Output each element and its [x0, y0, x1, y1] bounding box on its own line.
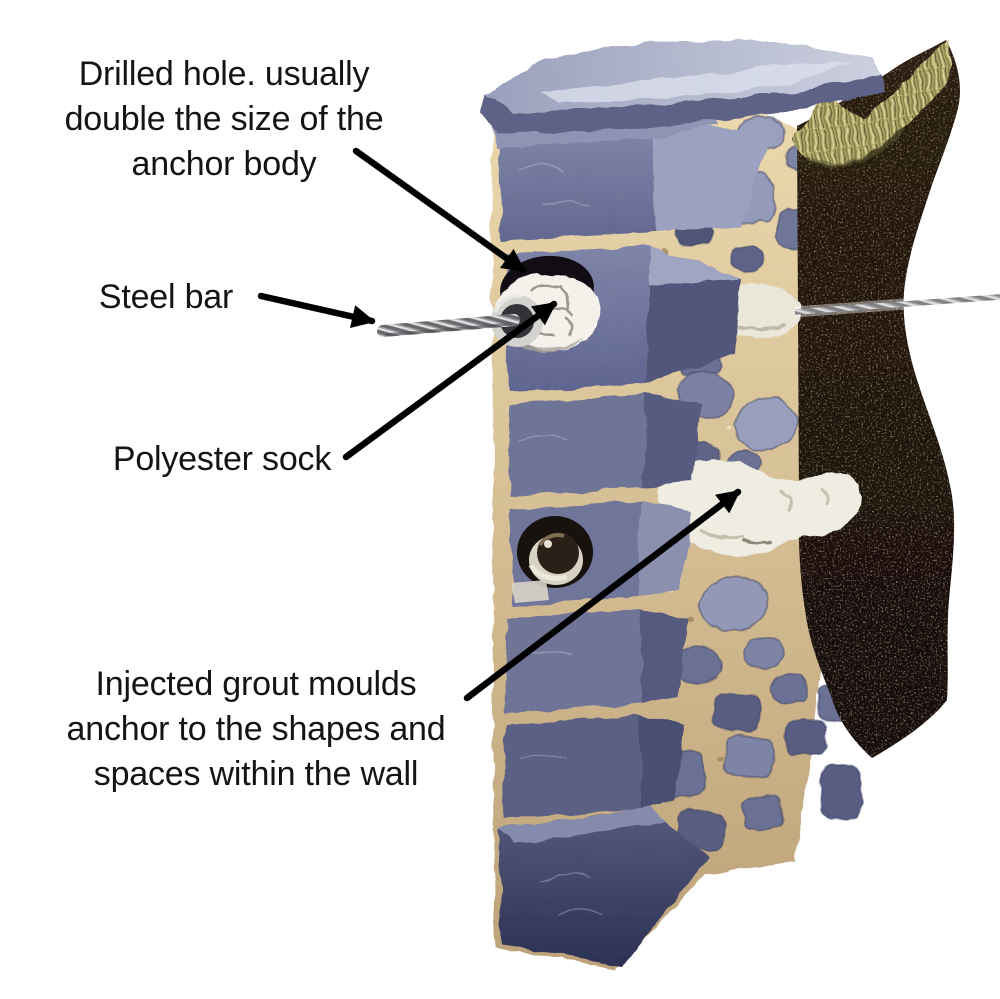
label-steel-bar: Steel bar [90, 275, 242, 320]
label-line: Drilled hole. usually [78, 55, 370, 93]
anchor-hole-assembly [377, 255, 601, 353]
earth-backfill [797, 40, 960, 758]
capstone [482, 40, 886, 148]
steel-bar [377, 314, 520, 337]
arrow-drilled-hole [352, 147, 527, 274]
arrow-polyester-sock [342, 300, 558, 461]
label-line: anchor to the shapes and [66, 710, 446, 748]
grout-mould [658, 460, 861, 557]
annotation-arrows [257, 147, 742, 702]
grass-turf [793, 40, 951, 169]
label-drilled-hole: Drilled hole. usually double the size of… [30, 52, 418, 187]
label-line: Polyester sock [112, 440, 332, 478]
label-line: Steel bar [98, 278, 234, 316]
label-line: spaces within the wall [93, 755, 419, 793]
arrow-injected-grout [463, 488, 742, 702]
label-injected-grout: Injected grout moulds anchor to the shap… [40, 662, 472, 797]
lower-drilled-hole [511, 516, 593, 603]
label-line: anchor body [131, 145, 317, 183]
label-line: double the size of the [64, 100, 384, 138]
label-polyester-sock: Polyester sock [102, 437, 342, 482]
arrow-steel-bar [257, 292, 376, 329]
facing-stones [498, 120, 770, 967]
steel-bar-right [794, 291, 1000, 318]
label-line: Injected grout moulds [95, 665, 417, 703]
